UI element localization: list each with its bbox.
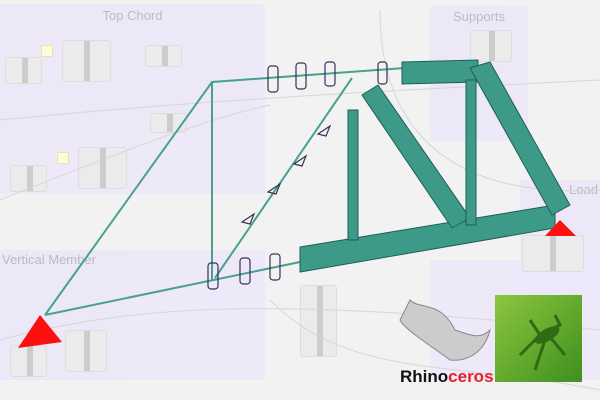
group-top-chord: Top Chord	[0, 4, 265, 194]
component-node[interactable]	[150, 113, 187, 133]
wireframe-members	[44, 67, 406, 316]
group-title: Vertical Member	[2, 252, 96, 267]
rhinoceros-logo-text: Rhinoceros	[400, 367, 494, 386]
component-node[interactable]	[300, 285, 337, 357]
number-panel[interactable]	[57, 152, 69, 164]
component-node[interactable]	[5, 57, 42, 84]
support-cone	[18, 315, 62, 348]
grasshopper-logo-icon	[495, 295, 582, 382]
group-title: Top Chord	[102, 8, 163, 23]
component-node[interactable]	[470, 30, 512, 62]
component-node[interactable]	[10, 165, 47, 192]
group-title: Supports	[452, 9, 506, 24]
load-cone	[545, 220, 576, 236]
solid-beams	[299, 59, 571, 273]
component-node[interactable]	[522, 235, 584, 272]
section-profiles	[207, 61, 388, 290]
component-node[interactable]	[145, 45, 182, 67]
component-node[interactable]	[62, 40, 111, 82]
group-title: Load	[569, 182, 598, 197]
component-node[interactable]	[65, 330, 107, 372]
component-node[interactable]	[78, 147, 127, 189]
number-panel[interactable]	[41, 45, 53, 57]
